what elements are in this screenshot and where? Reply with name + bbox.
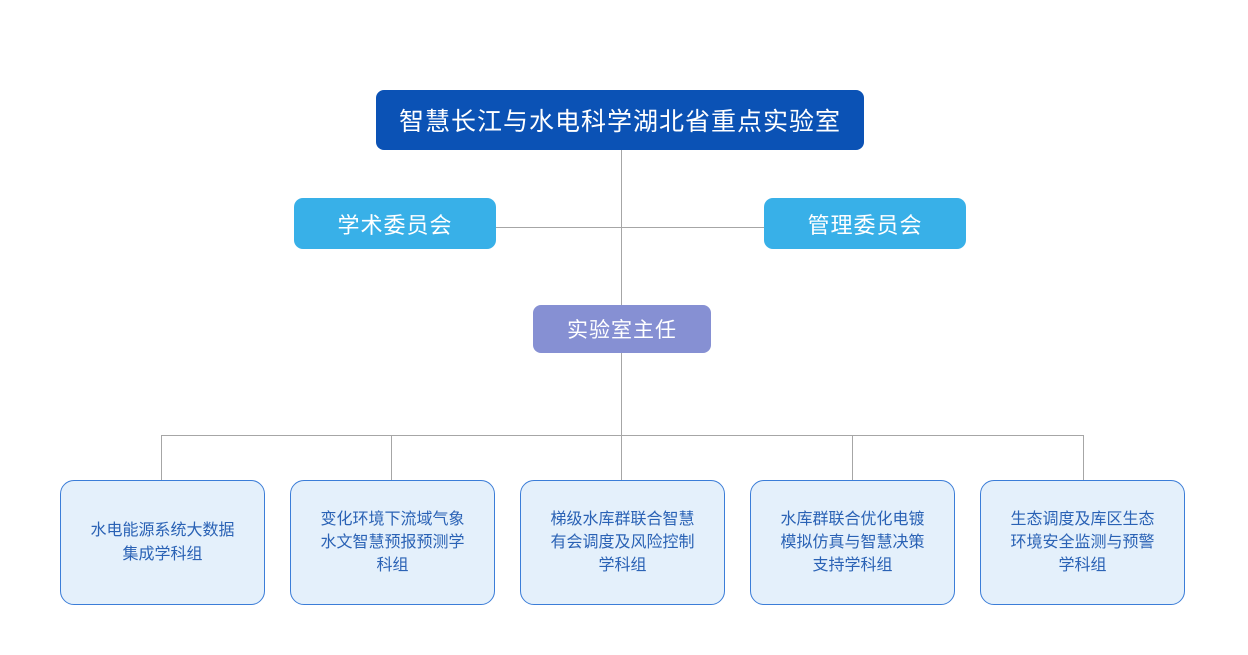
node-group-simulation-decision[interactable]: 水库群联合优化电镀 模拟仿真与智慧决策 支持学科组 xyxy=(750,480,955,605)
node-lab-director-label: 实验室主任 xyxy=(567,319,677,342)
node-group-forecast-label: 变化环境下流域气象 水文智慧预报预测学 科组 xyxy=(320,510,465,575)
node-academic-committee[interactable]: 学术委员会 xyxy=(294,198,496,249)
node-group-cascade-dispatch-label: 梯级水库群联合智慧 有会调度及风险控制 学科组 xyxy=(550,510,695,575)
connector-bus-to-group-5 xyxy=(1083,435,1084,481)
node-group-cascade-dispatch[interactable]: 梯级水库群联合智慧 有会调度及风险控制 学科组 xyxy=(520,480,725,605)
node-management-committee-label: 管理委员会 xyxy=(807,212,923,238)
node-group-big-data-label: 水电能源系统大数据 集成学科组 xyxy=(90,522,235,563)
connector-bus-to-group-4 xyxy=(852,435,853,481)
node-group-forecast[interactable]: 变化环境下流域气象 水文智慧预报预测学 科组 xyxy=(290,480,495,605)
node-group-eco-monitoring-label: 生态调度及库区生态 环境安全监测与预警 学科组 xyxy=(1010,510,1155,575)
node-management-committee[interactable]: 管理委员会 xyxy=(764,198,966,249)
connector-bus-to-group-3 xyxy=(621,435,622,481)
connector-groups-bus xyxy=(161,435,1084,436)
node-group-simulation-decision-label: 水库群联合优化电镀 模拟仿真与智慧决策 支持学科组 xyxy=(780,510,925,575)
node-group-big-data[interactable]: 水电能源系统大数据 集成学科组 xyxy=(60,480,265,605)
connector-bus-to-group-2 xyxy=(391,435,392,481)
node-lab-director[interactable]: 实验室主任 xyxy=(533,305,711,353)
node-laboratory-root[interactable]: 智慧长江与水电科学湖北省重点实验室 xyxy=(376,90,864,150)
node-academic-committee-label: 学术委员会 xyxy=(337,212,453,238)
node-group-eco-monitoring[interactable]: 生态调度及库区生态 环境安全监测与预警 学科组 xyxy=(980,480,1185,605)
node-laboratory-root-label: 智慧长江与水电科学湖北省重点实验室 xyxy=(398,108,841,136)
connector-committee-bus xyxy=(496,227,764,228)
connector-director-to-bus xyxy=(621,353,622,435)
connector-bus-to-group-1 xyxy=(161,435,162,481)
